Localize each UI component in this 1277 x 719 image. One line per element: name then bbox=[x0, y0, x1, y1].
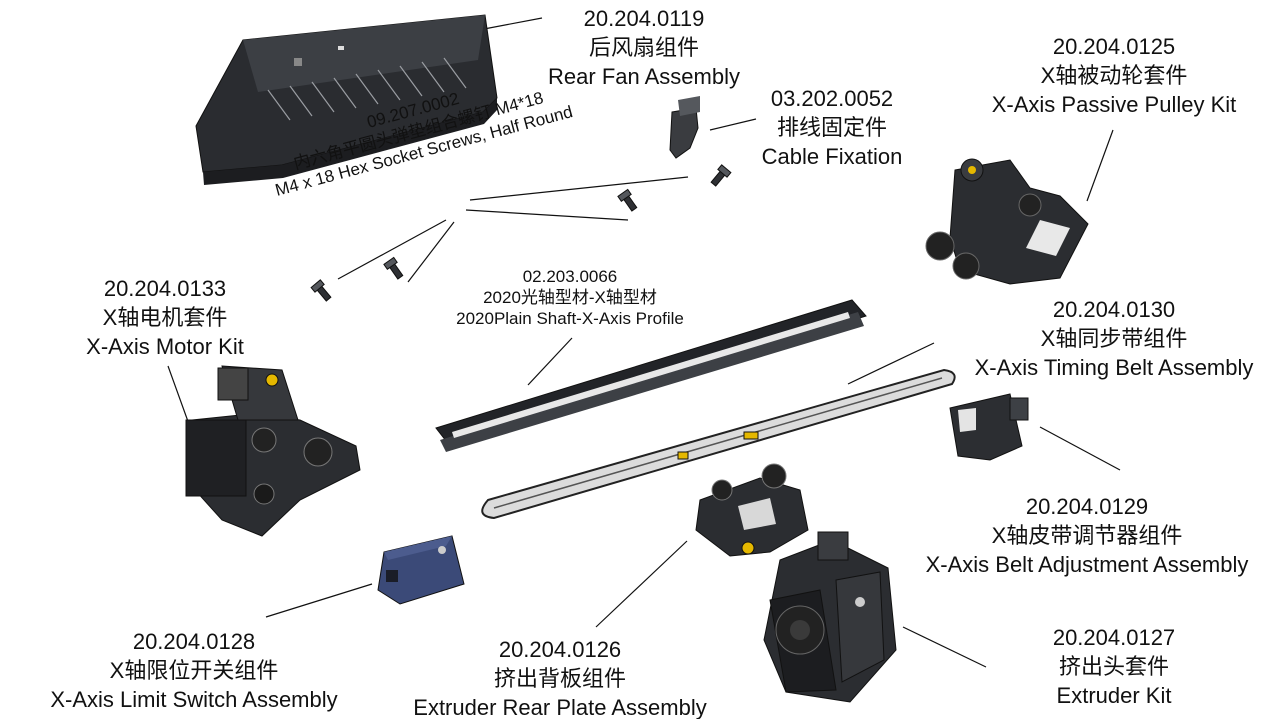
part-name-en: Cable Fixation bbox=[761, 144, 903, 169]
label-passive-pulley: 20.204.0125 X轴被动轮套件 X-Axis Passive Pulle… bbox=[970, 32, 1258, 119]
cable-fixation-part bbox=[669, 96, 700, 159]
part-name-en: Rear Fan Assembly bbox=[548, 64, 740, 89]
part-name-cn: X轴限位开关组件 bbox=[109, 658, 279, 683]
label-rear-fan: 20.204.0119 后风扇组件 Rear Fan Assembly bbox=[536, 4, 752, 91]
label-timing-belt: 20.204.0130 X轴同步带组件 X-Axis Timing Belt A… bbox=[956, 295, 1272, 382]
limit-switch-part bbox=[377, 535, 465, 605]
part-name-en: 2020Plain Shaft-X-Axis Profile bbox=[456, 309, 684, 328]
belt-adjustment-part bbox=[949, 393, 1029, 461]
part-code: 02.203.0066 bbox=[522, 267, 618, 286]
part-name-cn: X轴皮带调节器组件 bbox=[991, 523, 1183, 548]
label-limit-switch: 20.204.0128 X轴限位开关组件 X-Axis Limit Switch… bbox=[30, 627, 358, 714]
part-name-en: X-Axis Limit Switch Assembly bbox=[50, 687, 338, 712]
rear-fan-part bbox=[195, 14, 498, 185]
part-name-cn: X轴被动轮套件 bbox=[1040, 63, 1188, 88]
part-code: 20.204.0129 bbox=[1025, 494, 1149, 519]
label-belt-adjustment: 20.204.0129 X轴皮带调节器组件 X-Axis Belt Adjust… bbox=[904, 492, 1270, 579]
part-code: 20.204.0125 bbox=[1052, 34, 1176, 59]
label-cable-fixation: 03.202.0052 排线固定件 Cable Fixation bbox=[752, 84, 912, 171]
x-axis-profile-part bbox=[435, 299, 867, 452]
screw-parts bbox=[310, 164, 732, 302]
part-name-cn: X轴电机套件 bbox=[102, 305, 228, 330]
passive-pulley-part bbox=[925, 158, 1089, 285]
extruder-rear-plate-part bbox=[695, 463, 809, 557]
timing-belt-part bbox=[481, 368, 956, 520]
part-name-en: X-Axis Passive Pulley Kit bbox=[991, 92, 1237, 117]
part-code: 20.204.0128 bbox=[132, 629, 256, 654]
label-rear-plate: 20.204.0126 挤出背板组件 Extruder Rear Plate A… bbox=[394, 635, 726, 719]
part-code: 20.204.0126 bbox=[498, 637, 622, 662]
part-name-cn: 排线固定件 bbox=[776, 115, 887, 140]
part-code: 20.204.0130 bbox=[1052, 297, 1176, 322]
part-name-cn: 2020光轴型材-X轴型材 bbox=[483, 288, 657, 307]
label-motor-kit: 20.204.0133 X轴电机套件 X-Axis Motor Kit bbox=[70, 274, 260, 361]
part-code: 03.202.0052 bbox=[770, 86, 894, 111]
part-code: 20.204.0127 bbox=[1052, 625, 1176, 650]
part-name-cn: X轴同步带组件 bbox=[1040, 326, 1188, 351]
part-name-en: X-Axis Belt Adjustment Assembly bbox=[925, 552, 1249, 577]
part-code: 20.204.0133 bbox=[103, 276, 227, 301]
part-name-en: X-Axis Timing Belt Assembly bbox=[974, 355, 1254, 380]
label-profile: 02.203.0066 2020光轴型材-X轴型材 2020Plain Shaf… bbox=[430, 266, 710, 329]
part-name-cn: 挤出背板组件 bbox=[493, 666, 626, 691]
part-name-cn: 挤出头套件 bbox=[1058, 654, 1169, 679]
part-name-cn: 后风扇组件 bbox=[588, 35, 699, 60]
part-name-en: Extruder Rear Plate Assembly bbox=[413, 695, 707, 719]
leader-lines bbox=[167, 17, 1121, 668]
part-code: 20.204.0119 bbox=[583, 6, 705, 31]
label-extruder-kit: 20.204.0127 挤出头套件 Extruder Kit bbox=[1034, 623, 1194, 710]
motor-kit-part bbox=[185, 365, 361, 537]
part-name-en: X-Axis Motor Kit bbox=[86, 334, 244, 359]
extruder-kit-part bbox=[763, 531, 897, 703]
part-name-en: Extruder Kit bbox=[1056, 683, 1172, 708]
